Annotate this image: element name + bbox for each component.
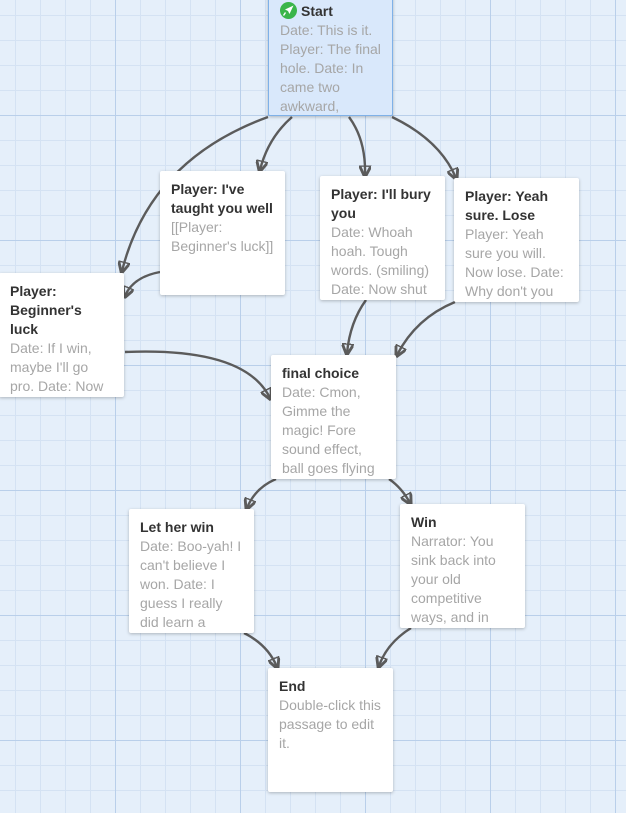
passage-excerpt: Date: Boo-yah! I can't believe I won. Da… xyxy=(140,538,242,630)
passage-excerpt: Narrator: You sink back into your old co… xyxy=(411,533,496,625)
passage-title: End xyxy=(279,678,306,694)
passage-title: Player: Yeah sure. Lose xyxy=(465,188,549,223)
link-start-yeah xyxy=(391,115,456,178)
passage-title: final choice xyxy=(282,365,360,381)
link-beginner-final xyxy=(124,350,270,398)
passage-title: Let her win xyxy=(140,519,214,535)
passage-title: Win xyxy=(411,514,437,530)
passage-excerpt: Player: Yeah sure you will. Now lose. Da… xyxy=(465,226,564,299)
passage-yeah[interactable]: Player: Yeah sure. Lose Player: Yeah sur… xyxy=(454,178,579,302)
passage-bury[interactable]: Player: I'll bury you Date: Whoah hoah. … xyxy=(320,176,445,300)
link-lether-end xyxy=(243,631,277,667)
link-start-bury xyxy=(348,116,365,175)
link-final-lether xyxy=(247,477,277,508)
link-final-win xyxy=(388,478,410,503)
passage-win[interactable]: Win Narrator: You sink back into your ol… xyxy=(400,504,525,628)
passage-excerpt: Date: If I win, maybe I'll go pro. Date:… xyxy=(10,340,104,394)
passage-title-text: Start xyxy=(301,3,333,19)
passage-lether[interactable]: Let her win Date: Boo-yah! I can't belie… xyxy=(129,509,254,633)
passage-start[interactable]: Start Date: This is it. Player: The fina… xyxy=(268,0,393,116)
link-taught-beginner xyxy=(125,270,161,296)
link-bury-final xyxy=(347,299,367,353)
passage-excerpt: [[Player: Beginner's luck]] xyxy=(171,219,274,254)
passage-final[interactable]: final choice Date: Cmon, Gimme the magic… xyxy=(271,355,396,479)
link-start-taught xyxy=(260,116,293,170)
passage-excerpt: Date: Cmon, Gimme the magic! Fore sound … xyxy=(282,384,375,476)
passage-excerpt: Date: Whoah hoah. Tough words. (smiling)… xyxy=(331,224,430,297)
passage-beginner[interactable]: Player: Beginner's luck Date: If I win, … xyxy=(0,273,124,397)
rocket-icon xyxy=(280,2,297,19)
passage-title: Player: I'll bury you xyxy=(331,186,431,221)
passage-taught[interactable]: Player: I've taught you well [[Player: B… xyxy=(160,171,285,295)
passage-excerpt: Date: This is it. Player: The final hole… xyxy=(280,22,381,114)
link-win-end xyxy=(379,626,412,666)
passage-excerpt: Double-click this passage to edit it. xyxy=(279,697,381,751)
passage-title: Player: I've taught you well xyxy=(171,181,273,216)
link-yeah-final xyxy=(397,300,456,355)
passage-title: Start xyxy=(280,2,381,21)
passage-end[interactable]: End Double-click this passage to edit it… xyxy=(268,668,393,792)
passage-title: Player: Beginner's luck xyxy=(10,283,82,337)
